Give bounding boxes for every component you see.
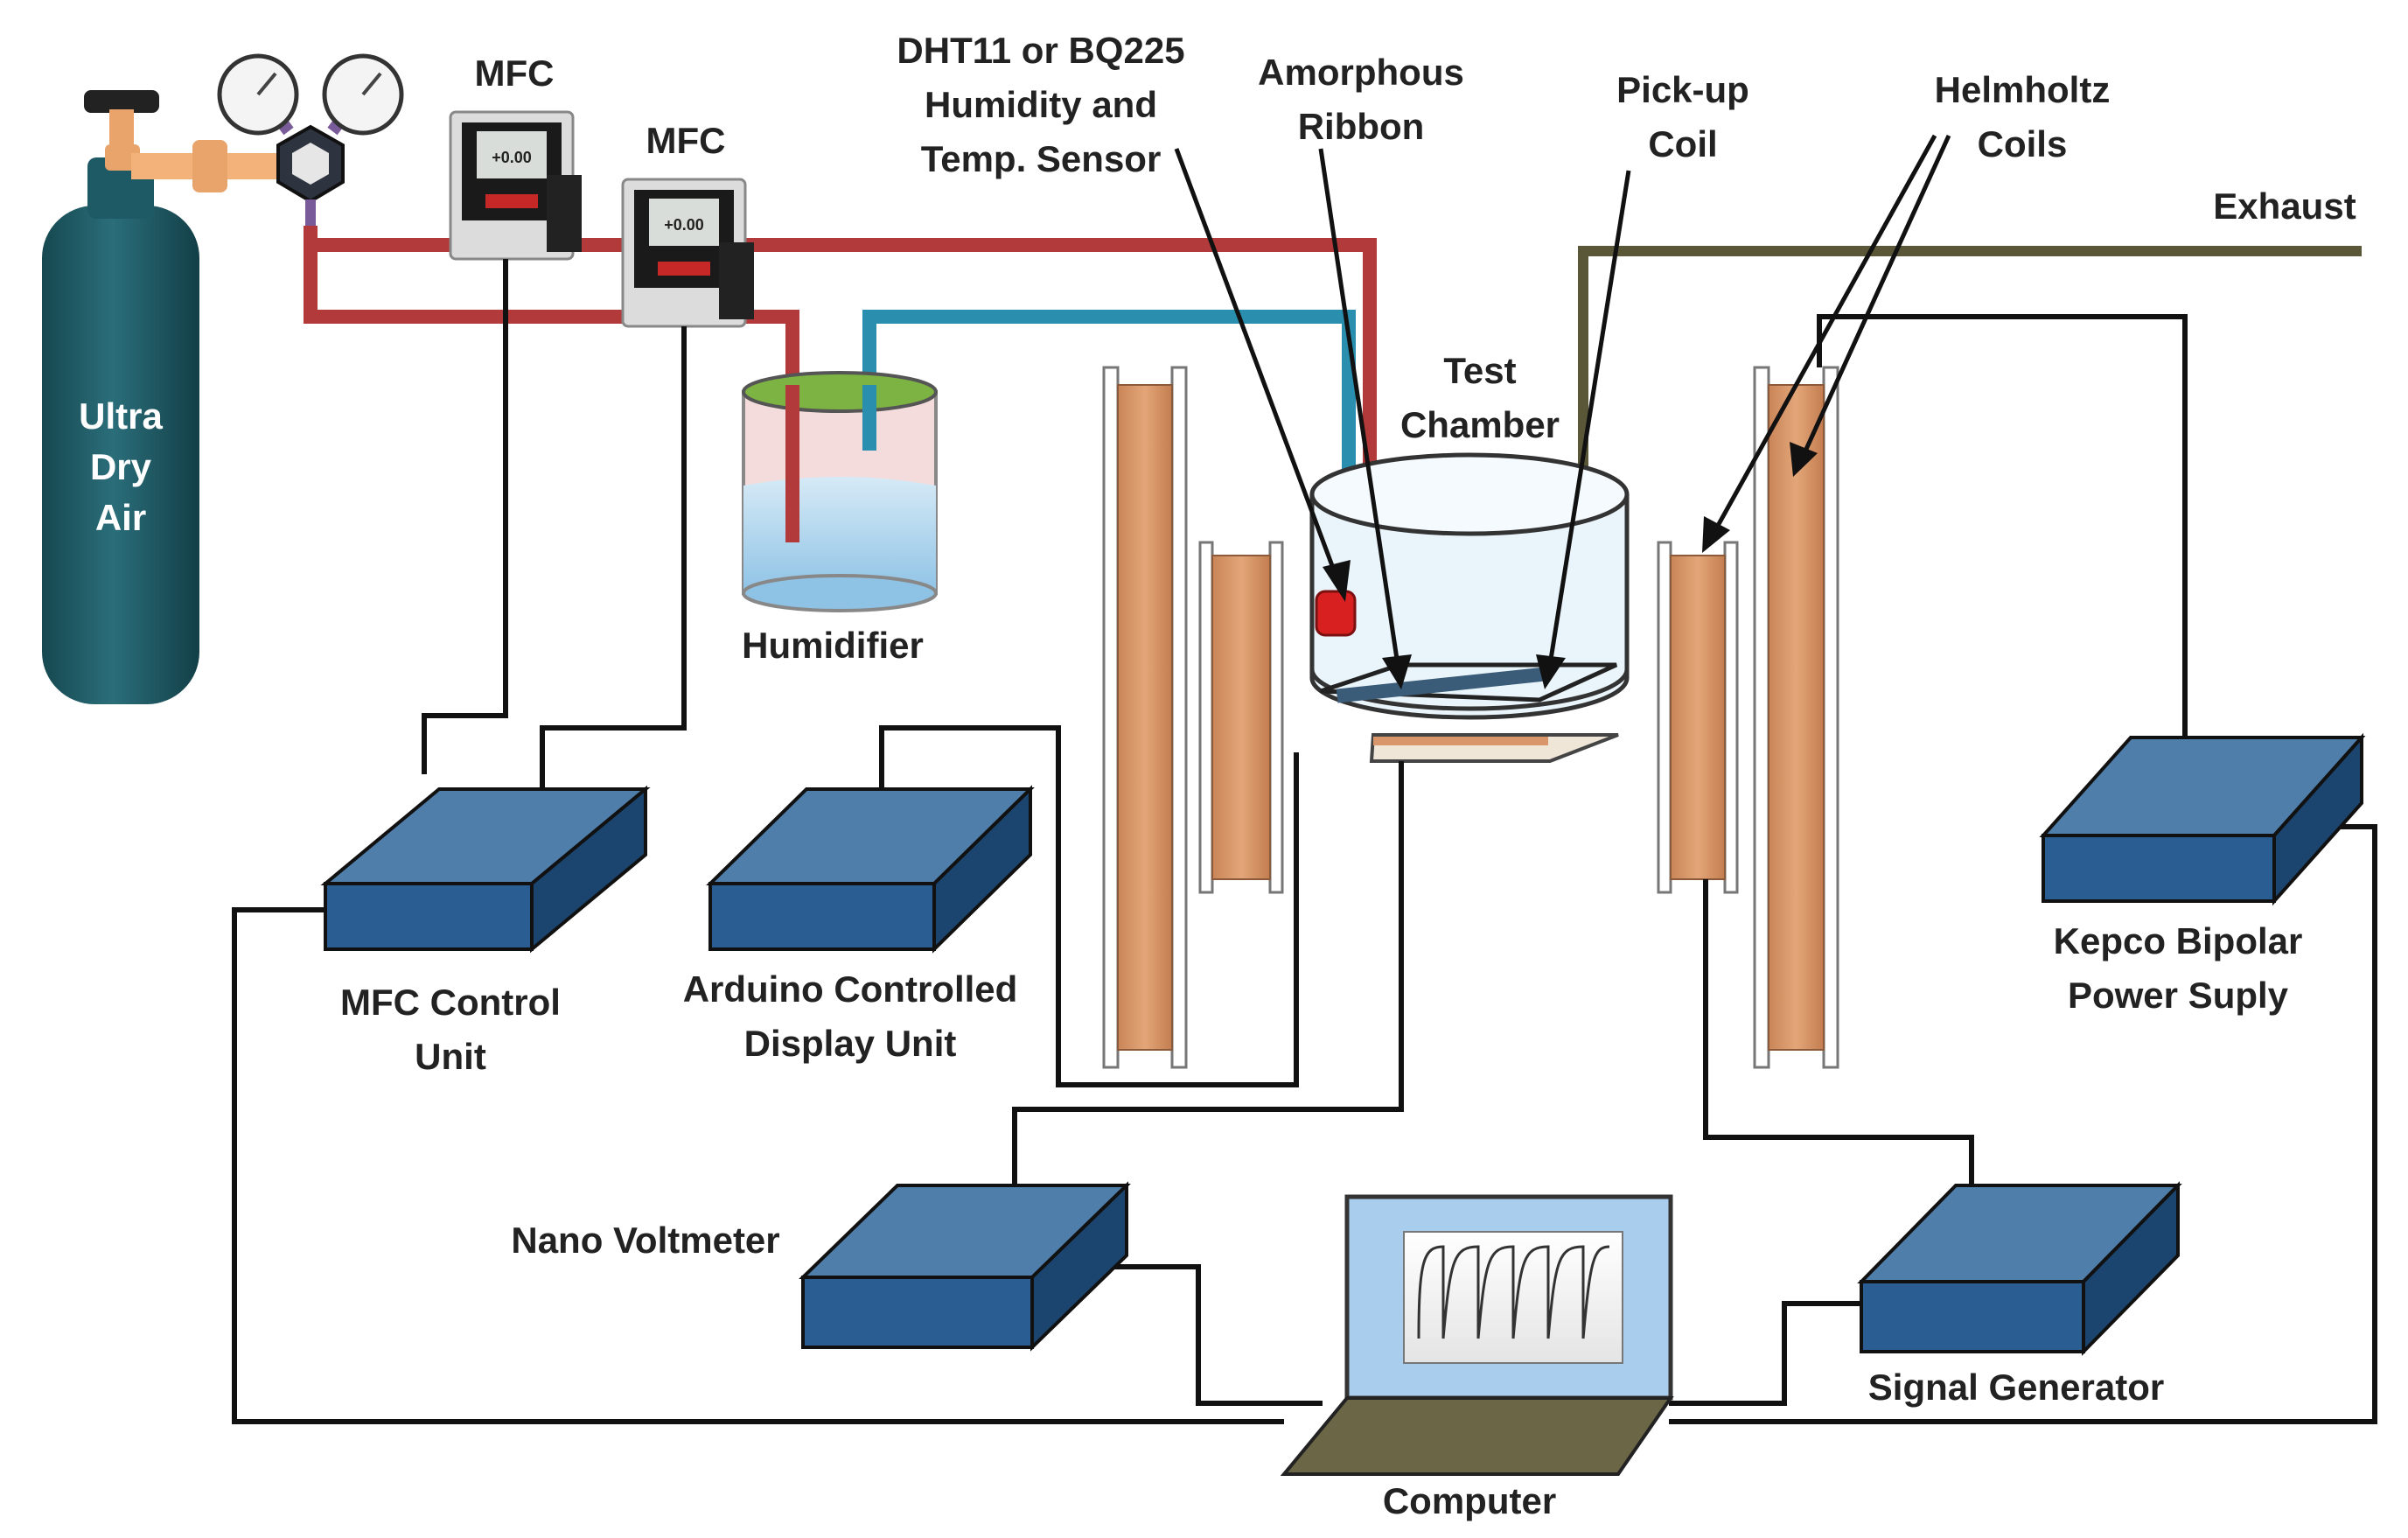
arduino-display-unit[interactable]: Arduino Controlled Display Unit: [683, 785, 1035, 1064]
cylinder-label-3: Air: [95, 497, 146, 538]
signal-wires: [232, 259, 2377, 1424]
top-labels: DHT11 or BQ225 Humidity and Temp. Sensor…: [897, 30, 2356, 227]
exhaust-label: Exhaust: [2213, 185, 2356, 227]
pressure-regulator: [217, 53, 404, 226]
computer-label: Computer: [1383, 1480, 1556, 1521]
cylinder-label-2: Dry: [90, 446, 152, 487]
humidifier: Humidifier: [742, 371, 938, 666]
sensor-label-3: Temp. Sensor: [921, 138, 1162, 179]
exhaust-line: [1578, 246, 2362, 499]
signal-generator-label: Signal Generator: [1868, 1367, 2164, 1408]
helmholtz-coil-right-inner: [1657, 541, 1739, 894]
sensor-label-1: DHT11 or BQ225: [897, 30, 1184, 71]
humidifier-label: Humidifier: [742, 625, 924, 666]
sensor-label-2: Humidity and: [925, 84, 1157, 125]
helmholtz-coil-right-outer: [1753, 366, 1839, 1069]
kepco-bipolar-power-supply[interactable]: Kepco Bipolar Power Suply: [2039, 732, 2366, 1016]
cylinder-label-1: Ultra: [79, 395, 163, 437]
chamber-label-2: Chamber: [1400, 404, 1560, 445]
callout-arrows: [1174, 134, 1951, 689]
nano-voltmeter-label: Nano Voltmeter: [511, 1220, 779, 1261]
mfc-control-unit[interactable]: MFC Control Unit: [320, 785, 651, 1077]
helmholtz-coil-left-inner: [1198, 541, 1284, 894]
chamber-label-1: Test: [1443, 350, 1516, 391]
mfc-1-display: +0.00: [492, 149, 532, 166]
mfc-2-label: MFC: [646, 120, 726, 161]
helmholtz-label-2: Coils: [1978, 123, 2068, 164]
mfc-2-display: +0.00: [664, 216, 704, 234]
ribbon-label-1: Amorphous: [1258, 52, 1464, 93]
mfc-control-label-2: Unit: [415, 1036, 486, 1077]
nano-voltmeter[interactable]: Nano Voltmeter: [511, 1181, 1131, 1352]
kepco-label-1: Kepco Bipolar: [2054, 920, 2303, 961]
ultra-dry-air-cylinder: Ultra Dry Air: [42, 90, 284, 704]
mfc-device-2: +0.00 MFC: [621, 120, 754, 328]
mfc-control-label-1: MFC Control: [340, 982, 561, 1023]
helmholtz-label-1: Helmholtz: [1935, 69, 2111, 110]
arduino-label-2: Display Unit: [744, 1023, 957, 1064]
pickup-label-1: Pick-up: [1616, 69, 1749, 110]
kepco-label-2: Power Suply: [2068, 975, 2289, 1016]
signal-generator[interactable]: Signal Generator: [1857, 1181, 2182, 1408]
mfc-device-1: +0.00 MFC: [449, 52, 582, 261]
humidity-sensor-icon: [1315, 590, 1357, 637]
computer[interactable]: Computer: [1280, 1194, 1674, 1521]
mfc-1-label: MFC: [475, 52, 555, 94]
pickup-label-2: Coil: [1648, 123, 1717, 164]
helmholtz-coil-left-outer: [1102, 366, 1188, 1069]
arduino-label-1: Arduino Controlled: [683, 968, 1018, 1010]
ribbon-label-2: Ribbon: [1298, 106, 1425, 147]
